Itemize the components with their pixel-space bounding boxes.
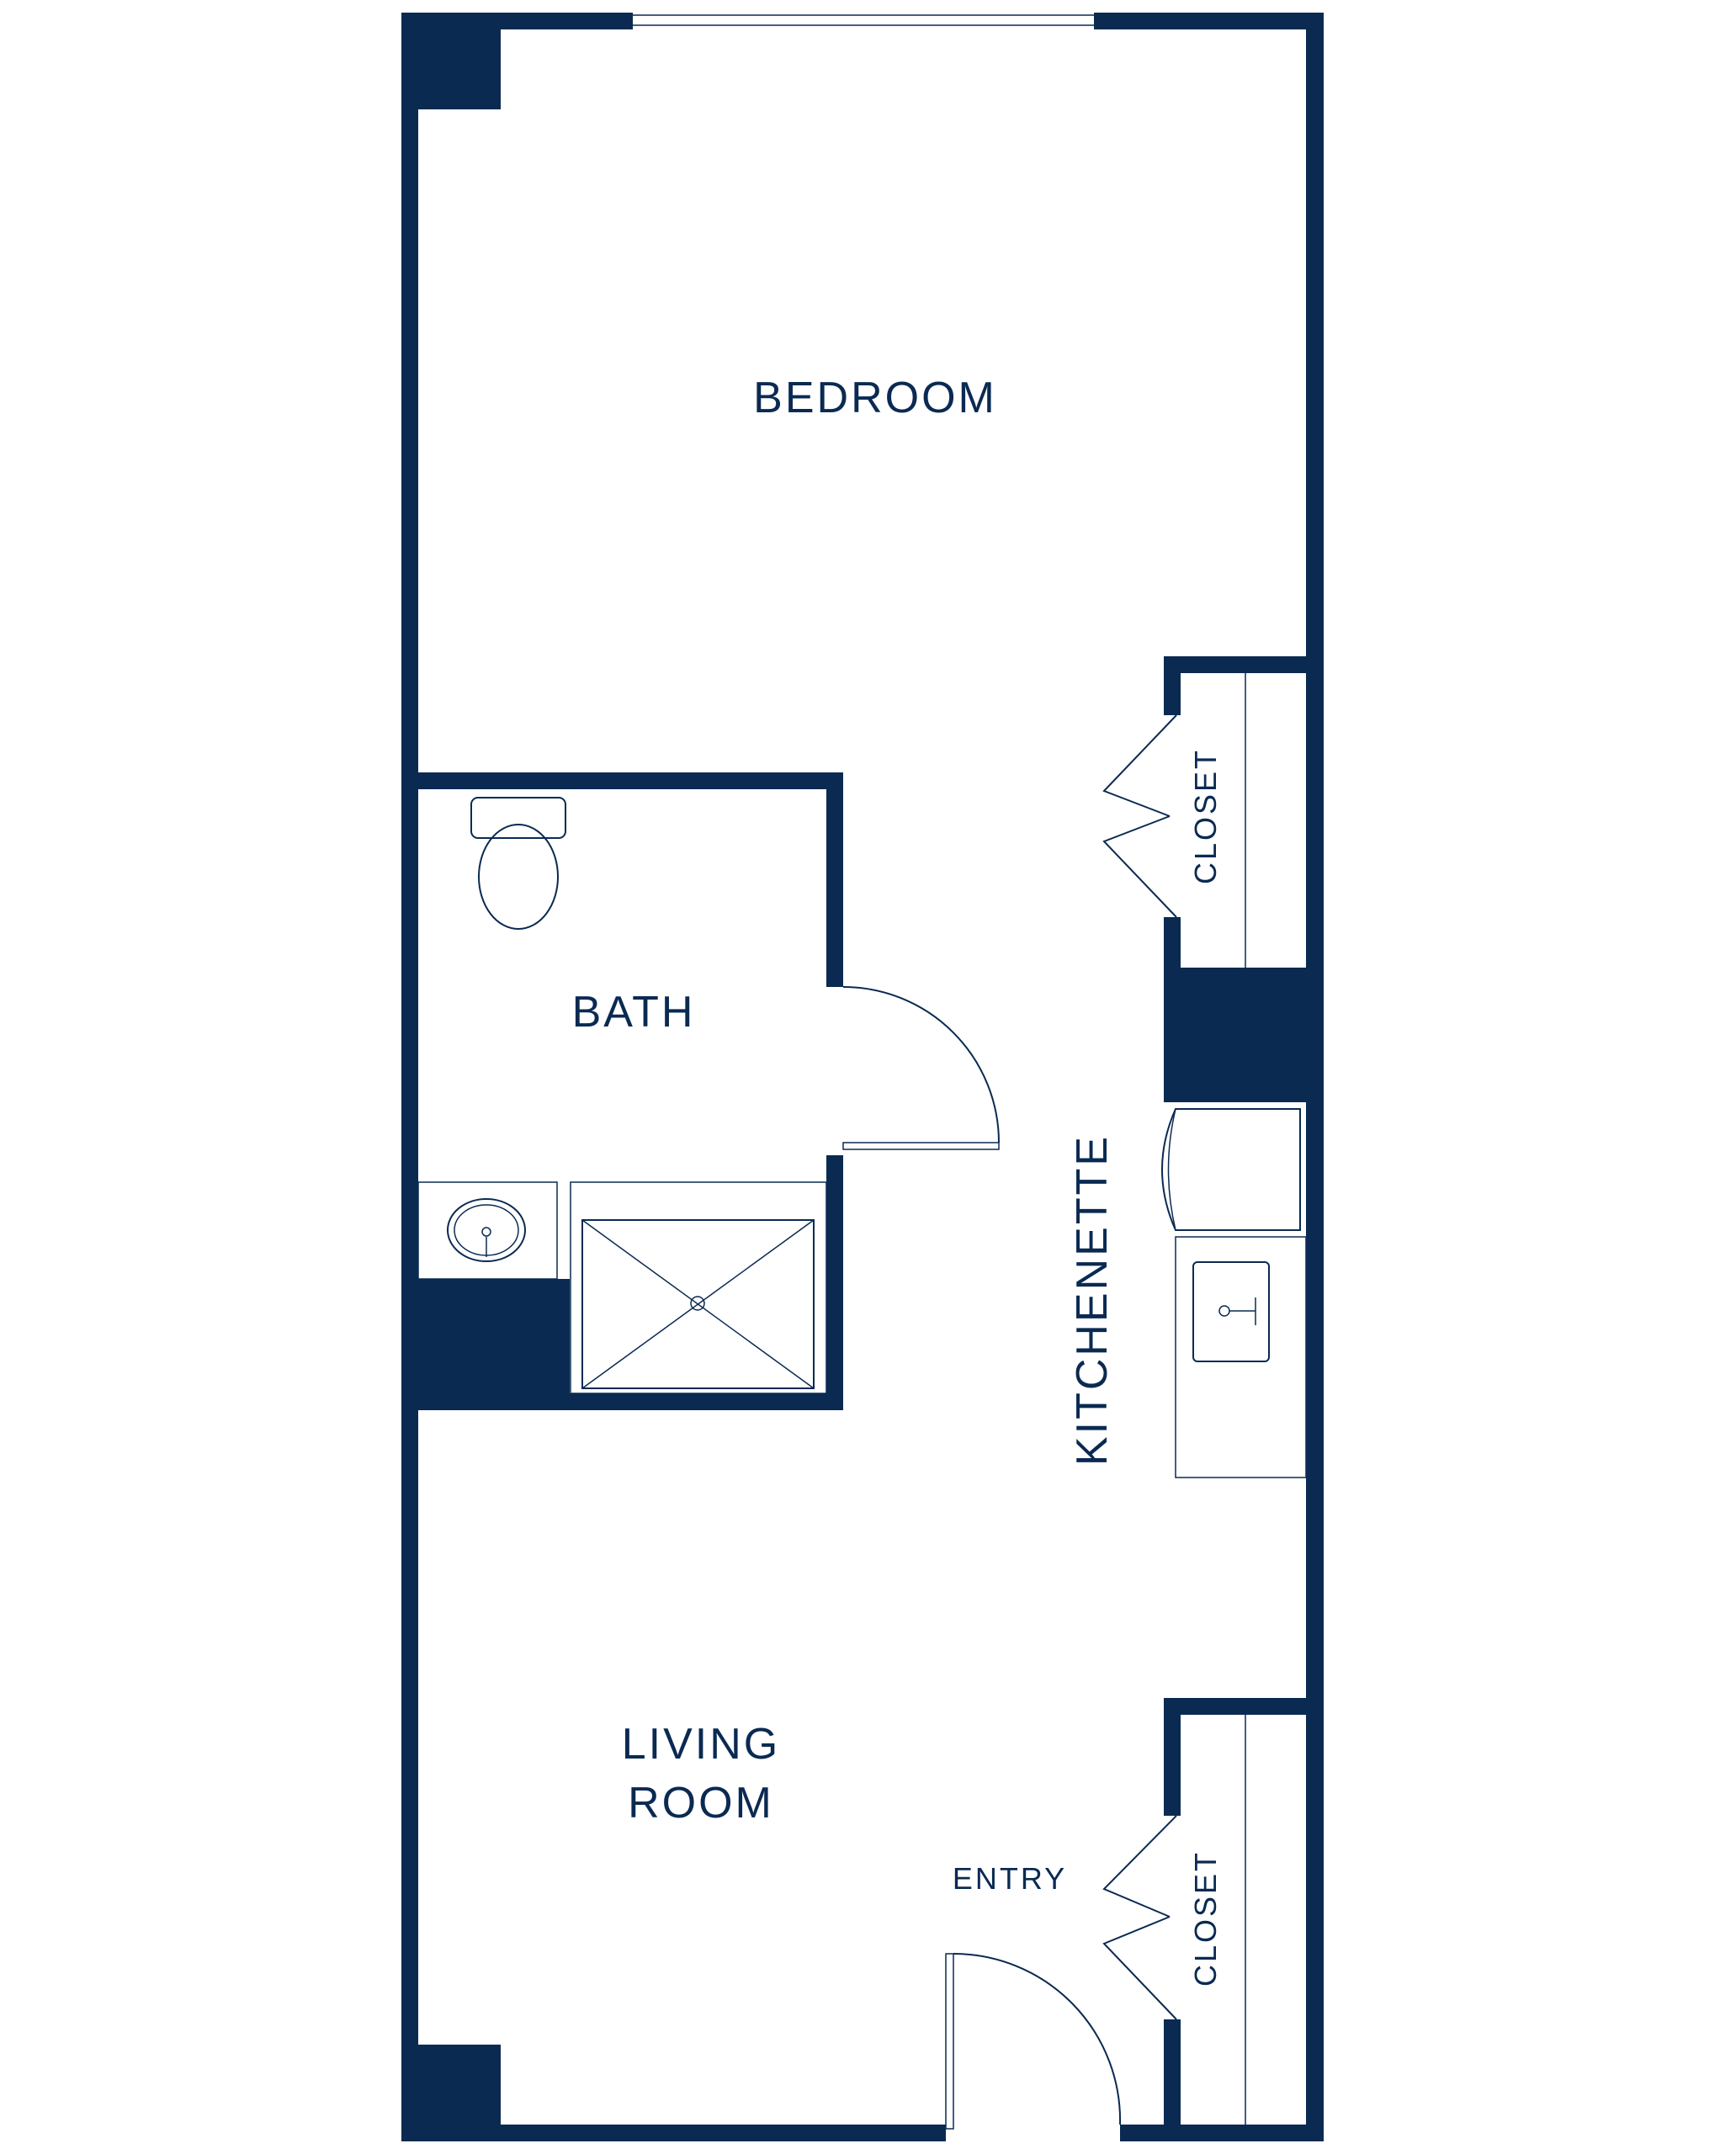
counter-top xyxy=(1175,1236,1307,1478)
closet-wall-top xyxy=(1164,1698,1324,1715)
window xyxy=(633,14,1094,26)
bathroom-sink-icon xyxy=(417,1181,558,1280)
bath-label: BATH xyxy=(572,988,696,1037)
bath-wall-right-lower xyxy=(826,1155,843,1410)
closet-wall-left-upper xyxy=(1164,1698,1181,1816)
entry-door[interactable] xyxy=(945,1953,1122,2130)
kitchen-sink-basin xyxy=(1192,1261,1270,1362)
closet-wall-left-lower xyxy=(1164,917,1181,968)
entry-door-leaf xyxy=(945,1953,954,2130)
bath-column xyxy=(401,1279,570,1410)
closet-label-upper: CLOSET xyxy=(1188,748,1223,884)
kitchenette-label: KITCHENETTE xyxy=(1068,1134,1117,1466)
fridge-body xyxy=(1161,1108,1301,1231)
toilet-bowl xyxy=(478,824,559,930)
toilet-icon xyxy=(470,797,566,930)
closet-wall-top xyxy=(1164,656,1324,673)
closet-bifold-door xyxy=(1102,815,1177,918)
bath-walls xyxy=(401,772,843,1410)
wall-top-right xyxy=(1094,13,1324,29)
living-room-label-line2: ROOM xyxy=(628,1779,774,1828)
kitchen-column xyxy=(1164,968,1324,1102)
shower-pan xyxy=(581,1219,815,1389)
closet-bifold-door xyxy=(1102,1815,1177,1918)
closet-wall-left-upper xyxy=(1164,656,1181,715)
bath-door-swing xyxy=(842,986,1000,1143)
shower-slope xyxy=(581,1219,815,1389)
bath-wall-top xyxy=(401,772,843,789)
sink-basin xyxy=(447,1198,526,1262)
sink-drain xyxy=(481,1227,491,1237)
fridge-door-arc xyxy=(1167,1108,1176,1231)
shower-icon xyxy=(570,1181,827,1394)
entry-label: ENTRY xyxy=(953,1861,1067,1896)
lower-closet xyxy=(1102,1698,1324,2141)
wall-bottom-left xyxy=(401,2125,946,2141)
kitchen-sink-drain xyxy=(1218,1305,1230,1317)
shower-enclosure xyxy=(570,1181,827,1394)
wall-bottom-right xyxy=(1120,2125,1324,2141)
refrigerator-icon xyxy=(1161,1108,1301,1231)
bedroom-label: BEDROOM xyxy=(753,374,997,422)
bath-door-leaf xyxy=(842,1142,1000,1150)
wall-left xyxy=(401,13,418,2141)
shower-drain xyxy=(690,1296,705,1311)
bath-door[interactable] xyxy=(842,986,1000,1150)
bath-wall-right-upper xyxy=(826,772,843,987)
living-room-label-line1: LIVING xyxy=(622,1720,781,1769)
column-bottom-left xyxy=(401,2045,501,2141)
closet-bifold-door xyxy=(1102,1916,1177,2020)
column-top-left xyxy=(401,13,501,109)
vanity-counter xyxy=(417,1181,558,1280)
closet-bifold-door xyxy=(1102,714,1177,817)
toilet-tank xyxy=(470,797,566,839)
entry-door-swing xyxy=(953,1953,1122,2125)
closet-label-lower: CLOSET xyxy=(1188,1850,1223,1987)
upper-closet xyxy=(1102,656,1324,968)
closet-wall-left-lower xyxy=(1164,2019,1181,2141)
kitchen-counter xyxy=(1175,1236,1307,1478)
